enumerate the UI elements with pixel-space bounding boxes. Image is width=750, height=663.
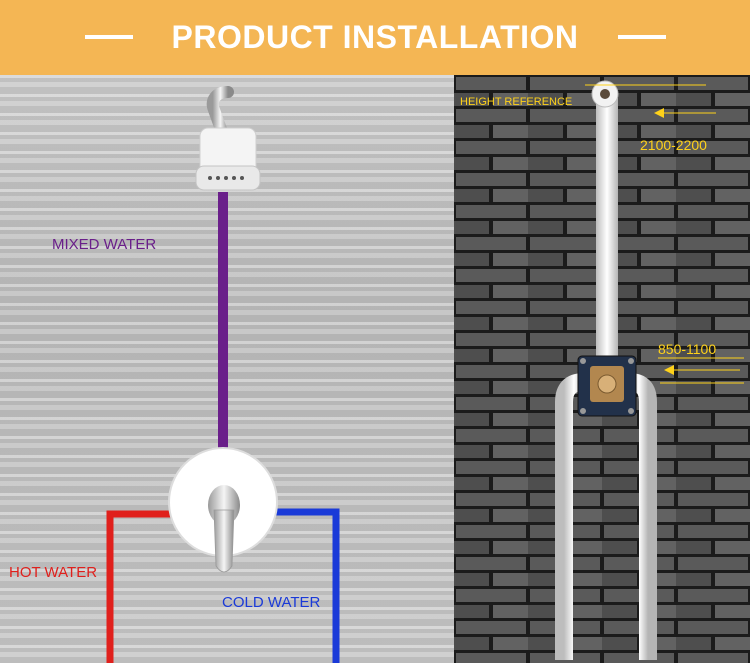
mixed-water-pipe xyxy=(218,192,228,460)
hot-water-label: HOT WATER xyxy=(9,564,98,581)
height-reference-label: HEIGHT REFERENCE xyxy=(460,96,573,108)
mixer-valve-icon xyxy=(168,447,278,573)
page-title: PRODUCT INSTALLATION xyxy=(171,19,579,55)
height-reference-lines xyxy=(585,84,744,384)
banner-rule-right xyxy=(618,35,666,39)
valve-height-range-label: 850-1100 xyxy=(658,341,717,357)
cold-water-pipe xyxy=(268,508,340,663)
top-fitting-icon xyxy=(591,80,619,108)
top-height-range-label: 2100-2200 xyxy=(640,137,707,153)
header-banner: PRODUCT INSTALLATION xyxy=(0,0,750,75)
hot-water-pipe xyxy=(106,510,178,663)
banner-rule-left xyxy=(85,35,133,39)
mixed-water-label: MIXED WATER xyxy=(52,236,157,253)
riser-pipe xyxy=(596,98,618,360)
mixing-valve-box-icon xyxy=(577,355,637,417)
shower-head-icon xyxy=(195,86,261,191)
cold-water-label: COLD WATER xyxy=(222,594,321,611)
